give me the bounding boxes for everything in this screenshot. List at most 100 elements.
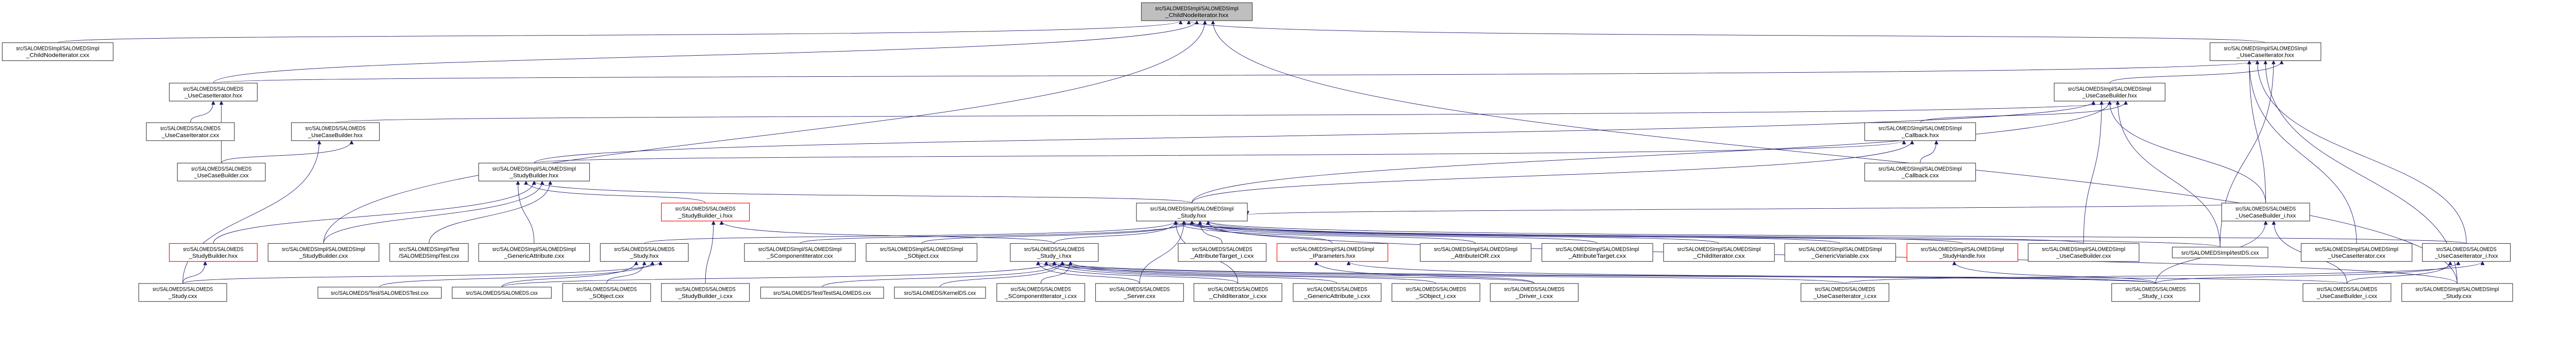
node-impl-callback-hxx[interactable]: src/SALOMEDSImpl/SALOMEDSImpl_Callback.h… [1864, 122, 1976, 141]
node-label-line: src/SALOMEDS/SALOMEDS [191, 166, 251, 172]
node-ds-studybuilder-i-cxx[interactable]: src/SALOMEDS/SALOMEDS_StudyBuilder_i.cxx [661, 283, 750, 302]
include-edge [429, 180, 552, 244]
node-ds-childiterator-i-cxx[interactable]: src/SALOMEDS/SALOMEDS_ChildIterator_i.cx… [1193, 283, 1282, 302]
node-label-line: _ChildIterator_i.cxx [1209, 293, 1267, 300]
node-label-line: src/SALOMEDSImpl/SALOMEDSImpl [1556, 246, 1639, 253]
node-label-line: src/SALOMEDSImpl/SALOMEDSImpl [2068, 86, 2151, 92]
node-ds-server-cxx[interactable]: src/SALOMEDS/SALOMEDS_Server.cxx [1095, 283, 1184, 302]
node-impl-iparameters-hxx[interactable]: src/SALOMEDSImpl/SALOMEDSImpl_IParameter… [1277, 243, 1388, 262]
node-ds-study-cxx[interactable]: src/SALOMEDS/SALOMEDS_Study.cxx [138, 283, 227, 302]
include-edge [1952, 261, 2156, 284]
node-impl-study-cxx[interactable]: src/SALOMEDSImpl/SALOMEDSImpl_Study.cxx [2401, 283, 2513, 302]
node-impl-studybuilder-hxx[interactable]: src/SALOMEDSImpl/SALOMEDSImpl_StudyBuild… [478, 162, 590, 181]
node-ds-sobject-i-cxx[interactable]: src/SALOMEDS/SALOMEDS_SObject_i.cxx [1392, 283, 1481, 302]
include-edge [1040, 261, 1073, 284]
node-label-line: _GenericAttribute.cxx [503, 253, 565, 259]
node-box [1136, 203, 1248, 222]
include-edge [1198, 221, 1223, 244]
node-label-line: src/SALOMEDS/SALOMEDS [2317, 287, 2377, 293]
node-label-line: _UseCaseBuilder.hxx [308, 132, 363, 139]
node-box [866, 243, 977, 262]
node-label-line: src/SALOMEDSImpl/SALOMEDSImpl [1434, 246, 1517, 253]
node-ds-usecasebuilder-hxx[interactable]: src/SALOMEDS/SALOMEDS_UseCaseBuilder.hxx [291, 122, 380, 141]
node-ds-studybuilder-hxx[interactable]: src/SALOMEDS/SALOMEDS_StudyBuilder.hxx [168, 243, 258, 262]
node-ds-usecasebuilder-i-cxx[interactable]: src/SALOMEDS/SALOMEDS_UseCaseBuilder_i.c… [2302, 283, 2392, 302]
node-label-line: _AttributeTarget_i.cxx [1190, 253, 1254, 259]
node-impl-studybuilder-cxx[interactable]: src/SALOMEDSImpl/SALOMEDSImpl_StudyBuild… [267, 243, 380, 262]
node-ds-usecaseiterator-hxx[interactable]: src/SALOMEDS/SALOMEDS_UseCaseIterator.hx… [168, 82, 258, 102]
node-label-line: src/SALOMEDS/SALOMEDS [675, 287, 736, 293]
include-edge [1346, 261, 2156, 284]
node-ds-usecasebuilder-cxx[interactable]: src/SALOMEDS/SALOMEDS_UseCaseBuilder.cxx [177, 162, 266, 181]
node-impl-usecasebuilder-cxx[interactable]: src/SALOMEDSImpl/SALOMEDSImpl_UseCaseBui… [2028, 243, 2140, 262]
node-box [2210, 42, 2321, 61]
node-label-line: _AttributeIOR.cxx [1451, 253, 1500, 259]
node-box [1801, 283, 1890, 302]
node-label-line: src/SALOMEDS/SALOMEDS [1024, 246, 1084, 253]
node-ds-usecaseiterator-i-hxx[interactable]: src/SALOMEDS/SALOMEDS_UseCaseIterator_i.… [2422, 243, 2511, 262]
node-label-line: src/SALOMEDSImpl/SALOMEDSImpl [1677, 246, 1761, 253]
node-impl-attributeior-cxx[interactable]: src/SALOMEDSImpl/SALOMEDSImpl_AttributeI… [1420, 243, 1532, 262]
node-impl-test-cxx[interactable]: src/SALOMEDSImpl/Test/SALOMEDSImplTest.c… [389, 243, 469, 262]
node-impl-genericvariable-cxx[interactable]: src/SALOMEDSImpl/SALOMEDSImpl_GenericVar… [1784, 243, 1896, 262]
node-ds-usecasebuilder-i-hxx[interactable]: src/SALOMEDS/SALOMEDS_UseCaseBuilder_i.h… [2221, 203, 2310, 222]
node-impl-testds-cxx[interactable]: src/SALOMEDSImpl/testDS.cxx [2172, 246, 2268, 258]
node-ds-test-salomedstest-cxx[interactable]: src/SALOMEDS/Test/SALOMEDSTest.cxx [317, 287, 442, 299]
node-label-line: _GenericAttribute_i.cxx [1303, 293, 1370, 300]
node-impl-genericattribute-cxx[interactable]: src/SALOMEDSImpl/SALOMEDSImpl_GenericAtt… [478, 243, 590, 262]
node-ds-study-i-hxx[interactable]: src/SALOMEDS/SALOMEDS_Study_i.hxx [1010, 243, 1099, 262]
node-box [760, 287, 884, 299]
node-impl-childnodeiterator-hxx[interactable]: src/SALOMEDSImpl/SALOMEDSImpl_ChildNodeI… [1141, 2, 1253, 21]
include-edge [1206, 221, 1333, 244]
node-box [452, 287, 552, 299]
node-label-line: src/SALOMEDS/SALOMEDS [675, 206, 736, 212]
node-ds-sobject-cxx[interactable]: src/SALOMEDS/SALOMEDS_SObject.cxx [562, 283, 651, 302]
include-edge [532, 180, 1192, 204]
node-label-line: src/SALOMEDS/SALOMEDS [1406, 287, 1466, 293]
node-impl-attributetarget-cxx[interactable]: src/SALOMEDSImpl/SALOMEDSImpl_AttributeT… [1541, 243, 1653, 262]
node-box [1906, 243, 2019, 262]
node-label-line: _UseCaseBuilder.cxx [2056, 253, 2111, 259]
node-ds-usecaseiterator-cxx[interactable]: src/SALOMEDS/SALOMEDS_UseCaseIterator.cx… [146, 122, 235, 141]
node-label-line: _UseCaseIterator.hxx [2236, 53, 2294, 59]
include-edge [1174, 221, 1476, 244]
node-ds-genericattribute-i-cxx[interactable]: src/SALOMEDS/SALOMEDS_GenericAttribute_i… [1293, 283, 1382, 302]
node-impl-studyhandle-hxx[interactable]: src/SALOMEDSImpl/SALOMEDSImpl_StudyHandl… [1906, 243, 2019, 262]
node-ds-test-testsalomeds-cxx[interactable]: src/SALOMEDS/Test/TestSALOMEDS.cxx [760, 287, 884, 299]
node-impl-callback-cxx[interactable]: src/SALOMEDSImpl/SALOMEDSImpl_Callback.c… [1864, 162, 1976, 181]
include-edge [2263, 60, 2458, 284]
node-impl-study-hxx[interactable]: src/SALOMEDSImpl/SALOMEDSImpl_Study.hxx [1136, 203, 1248, 222]
include-edge [1044, 261, 2156, 284]
include-edge [1052, 261, 2347, 284]
node-impl-sobject-cxx[interactable]: src/SALOMEDSImpl/SALOMEDSImpl_SObject.cx… [866, 243, 977, 262]
node-label-line: _UseCaseBuilder_i.hxx [2235, 213, 2296, 219]
include-edge [705, 221, 716, 284]
node-box [1277, 243, 1388, 262]
node-ds-salomeds-cxx[interactable]: src/SALOMEDS/SALOMEDS.cxx [452, 287, 552, 299]
node-ds-studybuilder-i-hxx[interactable]: src/SALOMEDS/SALOMEDS_StudyBuilder_i.hxx [661, 203, 750, 222]
node-ds-study-hxx[interactable]: src/SALOMEDS/SALOMEDS_Study.hxx [600, 243, 689, 262]
node-ds-usecaseiterator-i-cxx[interactable]: src/SALOMEDS/SALOMEDS_UseCaseIterator_i.… [1801, 283, 1890, 302]
node-impl-usecasebuilder-hxx[interactable]: src/SALOMEDSImpl/SALOMEDSImpl_UseCaseBui… [2054, 82, 2166, 102]
node-ds-driver-i-cxx[interactable]: src/SALOMEDS/SALOMEDS_Driver_i.cxx [1489, 283, 1579, 302]
include-edge [1211, 20, 2458, 284]
node-ds-scomponentiterator-i-cxx[interactable]: src/SALOMEDS/SALOMEDS_SComponentIterator… [996, 283, 1086, 302]
node-impl-usecaseiterator-cxx[interactable]: src/SALOMEDSImpl/SALOMEDSImpl_UseCaseIte… [2300, 243, 2413, 262]
node-ds-kernelds-cxx[interactable]: src/SALOMEDS/KernelDS.cxx [894, 287, 986, 299]
node-label-line: _UseCaseIterator.cxx [161, 132, 219, 139]
node-impl-childiterator-cxx[interactable]: src/SALOMEDSImpl/SALOMEDSImpl_ChildItera… [1663, 243, 1775, 262]
node-ds-study-i-cxx[interactable]: src/SALOMEDS/SALOMEDS_Study_i.cxx [2111, 283, 2200, 302]
node-box [1784, 243, 1896, 262]
include-edge [182, 140, 321, 284]
node-impl-usecaseiterator-hxx[interactable]: src/SALOMEDSImpl/SALOMEDSImpl_UseCaseIte… [2210, 42, 2321, 61]
node-impl-childnodeiterator-cxx[interactable]: src/SALOMEDSImpl/SALOMEDSImpl_ChildNodeI… [2, 42, 114, 61]
node-label-line: _StudyBuilder_i.hxx [677, 213, 733, 219]
node-label-line: src/SALOMEDS/Test/SALOMEDSTest.cxx [331, 290, 429, 296]
node-box [2028, 243, 2140, 262]
node-ds-attributetarget-i-cxx[interactable]: src/SALOMEDS/SALOMEDS_AttributeTarget_i.… [1178, 243, 1267, 262]
node-impl-scomponentiterator-cxx[interactable]: src/SALOMEDSImpl/SALOMEDSImpl_SComponent… [744, 243, 856, 262]
node-label-line: _AttributeTarget.cxx [1568, 253, 1626, 259]
node-box [291, 122, 380, 141]
include-edge [213, 20, 1199, 84]
node-box [661, 203, 750, 222]
